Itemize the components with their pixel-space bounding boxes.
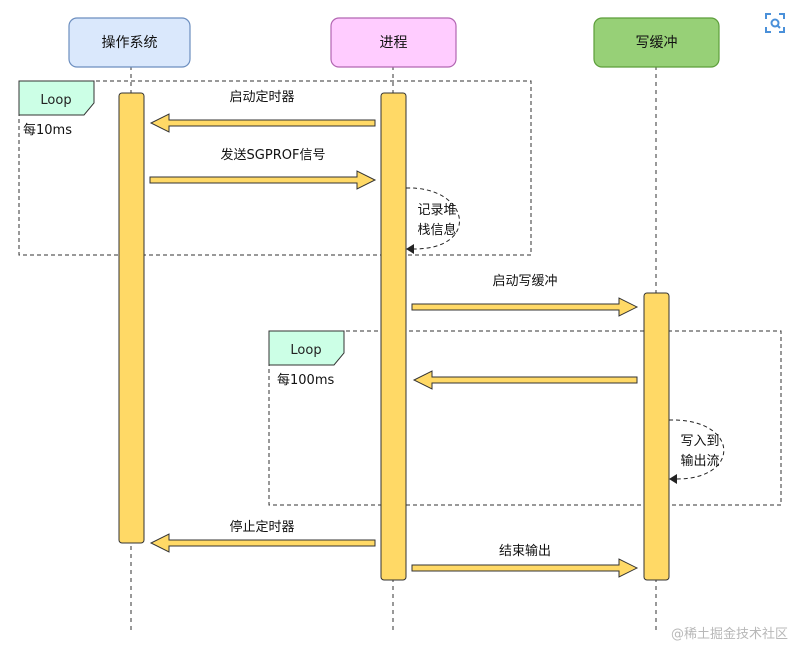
self-arrow-record-stack: [405, 187, 460, 250]
participant-process-label: 进程: [380, 35, 408, 51]
participant-os-label: 操作系统: [102, 35, 158, 51]
participant-os: 操作系统: [68, 17, 191, 68]
msg-record-stack-line2: 栈信息: [417, 222, 456, 238]
msg-record-stack-line1: 记录堆: [417, 203, 456, 218]
activation-os: [118, 92, 145, 544]
self-arrow-write-out: [668, 419, 725, 480]
activation-buffer: [643, 292, 670, 581]
participant-buffer-label: 写缓冲: [636, 35, 678, 51]
msg-write-out-line2: 输出流: [680, 453, 719, 469]
loop-condition-1: 每10ms: [23, 122, 72, 138]
loop-condition-2: 每100ms: [277, 372, 334, 388]
msg-write-out-line1: 写入到: [680, 434, 719, 449]
loop-tag-1: [18, 80, 95, 116]
participant-process: 进程: [330, 17, 457, 68]
msg-start-timer: 启动定时器: [229, 90, 294, 105]
arrow-start-buffer: [411, 297, 639, 317]
arrow-stop-timer: [149, 533, 376, 553]
watermark: @稀土掘金技术社区: [670, 627, 788, 642]
arrow-return-in-loop: [412, 370, 638, 390]
loop-tag-1-label: Loop: [40, 93, 71, 108]
arrow-send-signal: [149, 170, 377, 190]
arrow-start-timer: [149, 113, 376, 133]
participant-buffer: 写缓冲: [593, 17, 720, 68]
loop-tag-2: [268, 330, 345, 366]
msg-end-output: 结束输出: [499, 543, 551, 559]
activation-process: [380, 92, 407, 581]
loop-frame-1: Loop 每10ms: [18, 80, 532, 256]
scan-icon[interactable]: [764, 12, 786, 34]
msg-stop-timer: 停止定时器: [229, 519, 294, 535]
msg-send-signal: 发送SGPROF信号: [221, 147, 326, 163]
loop-frame-2: Loop 每100ms: [268, 330, 782, 506]
loop-tag-2-label: Loop: [290, 343, 321, 358]
msg-start-buffer: 启动写缓冲: [492, 274, 557, 289]
arrow-end-output: [411, 558, 639, 578]
